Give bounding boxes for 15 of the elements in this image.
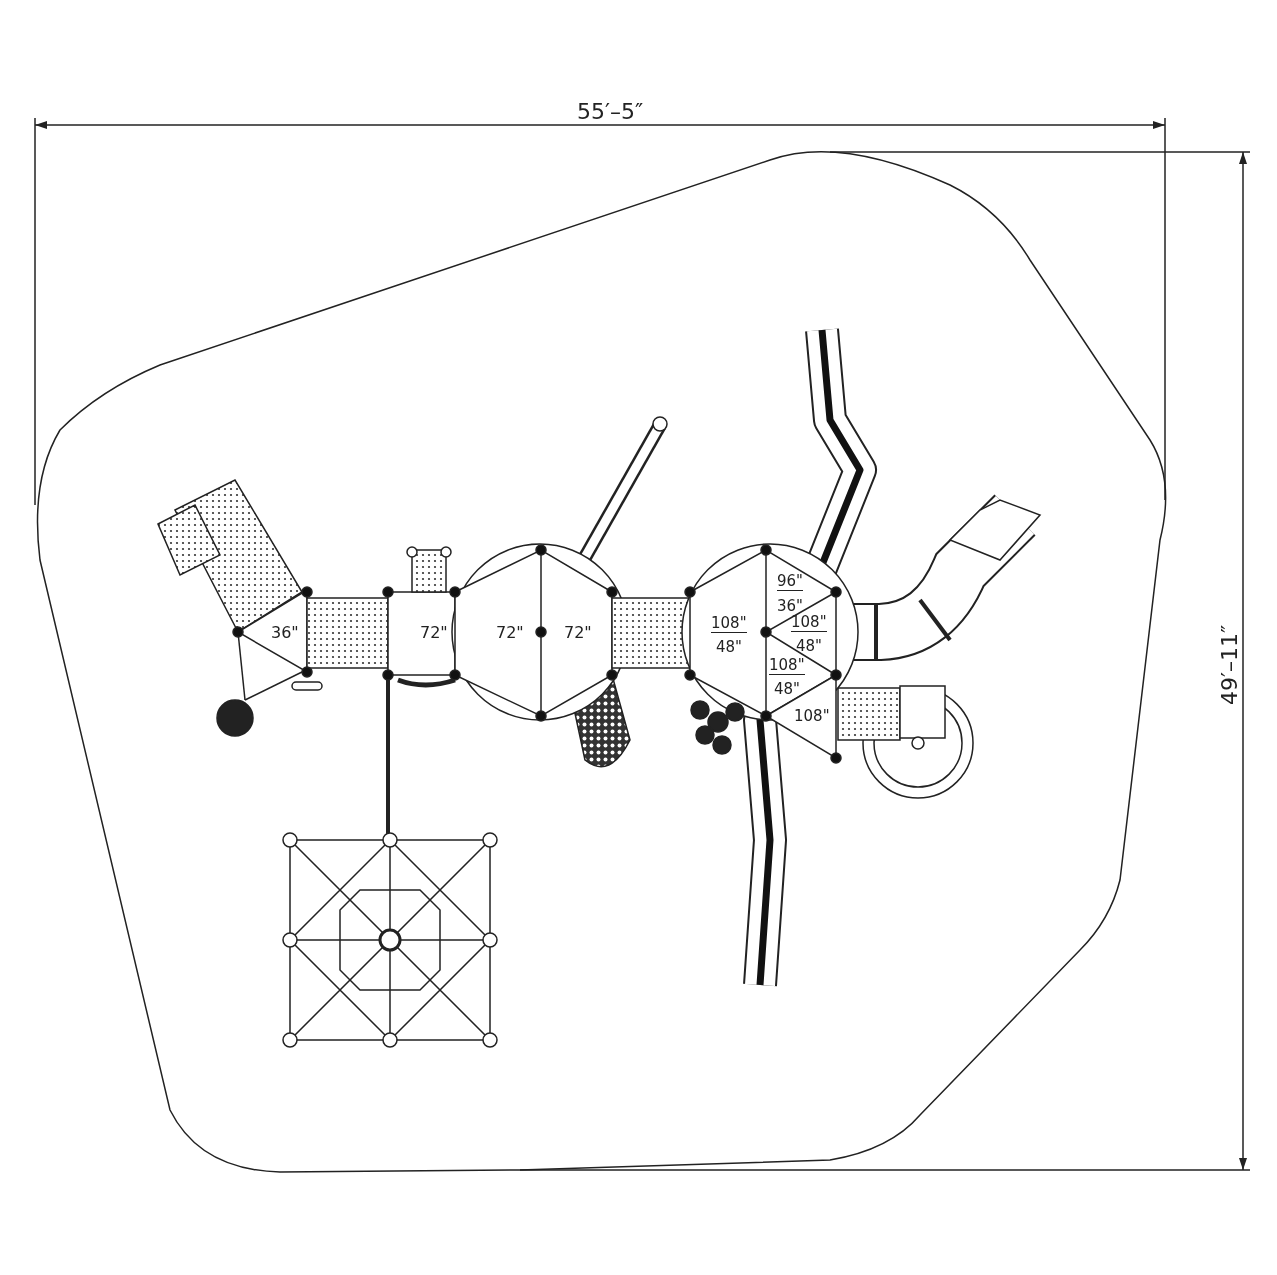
deck-height-label: 108" — [794, 708, 830, 724]
deck-height-label: 72" — [420, 625, 448, 641]
deck-height-label: 72" — [496, 625, 524, 641]
deck-height-label: 36" — [777, 598, 803, 614]
overall-dimension: 49′–11″ — [1219, 624, 1242, 706]
deck-height-label: 48" — [796, 638, 822, 654]
deck-height-label: 108" — [711, 615, 747, 633]
deck-height-label: 48" — [716, 639, 742, 655]
deck-height-label: 72" — [564, 625, 592, 641]
deck-height-label: 108" — [769, 657, 805, 675]
overall-dimension: 55′–5″ — [577, 101, 644, 123]
deck-height-label: 48" — [774, 681, 800, 697]
deck-height-label: 36" — [271, 625, 299, 641]
deck-height-label: 108" — [791, 614, 827, 632]
deck-height-label: 96" — [777, 573, 803, 591]
